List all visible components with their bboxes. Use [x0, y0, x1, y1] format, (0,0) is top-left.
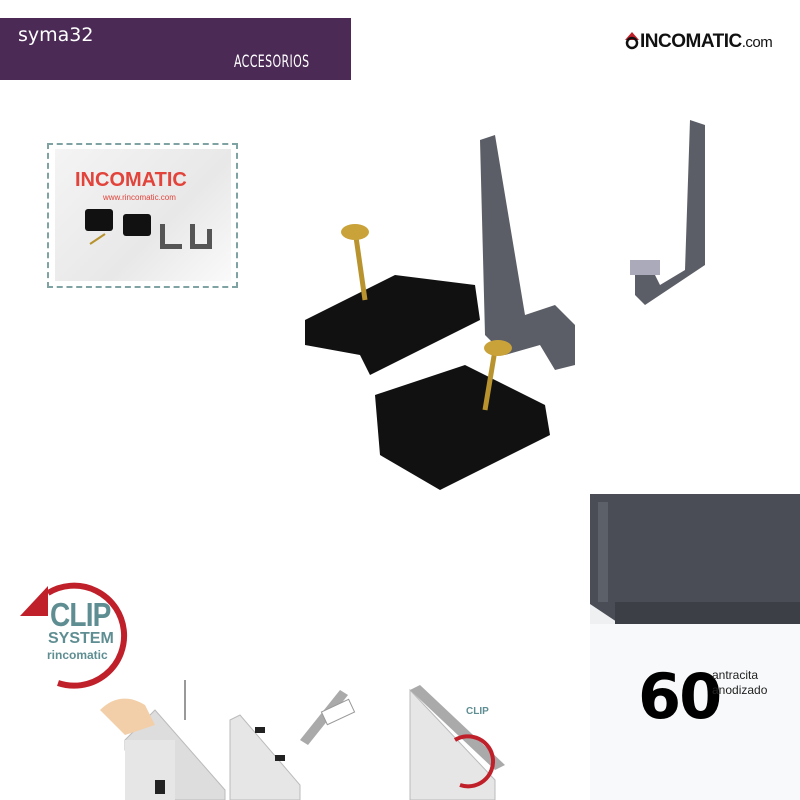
clip-title: CLIP — [50, 596, 111, 633]
package-contents — [85, 209, 212, 249]
brand-logo: INCOMATIC.com — [624, 30, 773, 53]
package-photo: INCOMATIC www.rincomatic.com — [47, 143, 238, 288]
model-name: syma32 — [18, 24, 94, 46]
section-title: ACCESORIOS — [234, 52, 310, 72]
profile-photo — [590, 494, 800, 800]
step-1 — [100, 680, 226, 800]
color-option-antracita: antracita — [712, 668, 759, 682]
brand-suffix: .com — [741, 34, 773, 51]
clip-subtitle: SYSTEM — [48, 630, 114, 647]
clip-bottom — [375, 340, 550, 490]
package-bag: INCOMATIC www.rincomatic.com — [55, 149, 231, 281]
clip-system-arrow-icon — [20, 582, 128, 689]
header-banner: syma32 ACCESORIOS — [0, 18, 351, 80]
logo-house-icon — [625, 32, 639, 50]
step-clip-label: CLIP — [466, 706, 489, 717]
installation-steps-illustration — [100, 680, 505, 800]
profile-size: 60 — [638, 660, 722, 733]
bracket-right — [630, 120, 705, 305]
step-2 — [229, 714, 301, 800]
color-option-anodizado: anodizado — [712, 683, 768, 697]
clip-brand: rincomatic — [47, 648, 108, 662]
package-brand: INCOMATIC — [75, 169, 187, 191]
clip-top — [305, 224, 480, 375]
step-3-profile — [300, 690, 356, 745]
bracket-left — [480, 135, 575, 370]
step-4 — [409, 685, 505, 800]
package-url: www.rincomatic.com — [103, 193, 176, 202]
product-photo-clips-brackets — [305, 120, 705, 490]
brand-name: INCOMATIC — [640, 31, 742, 52]
